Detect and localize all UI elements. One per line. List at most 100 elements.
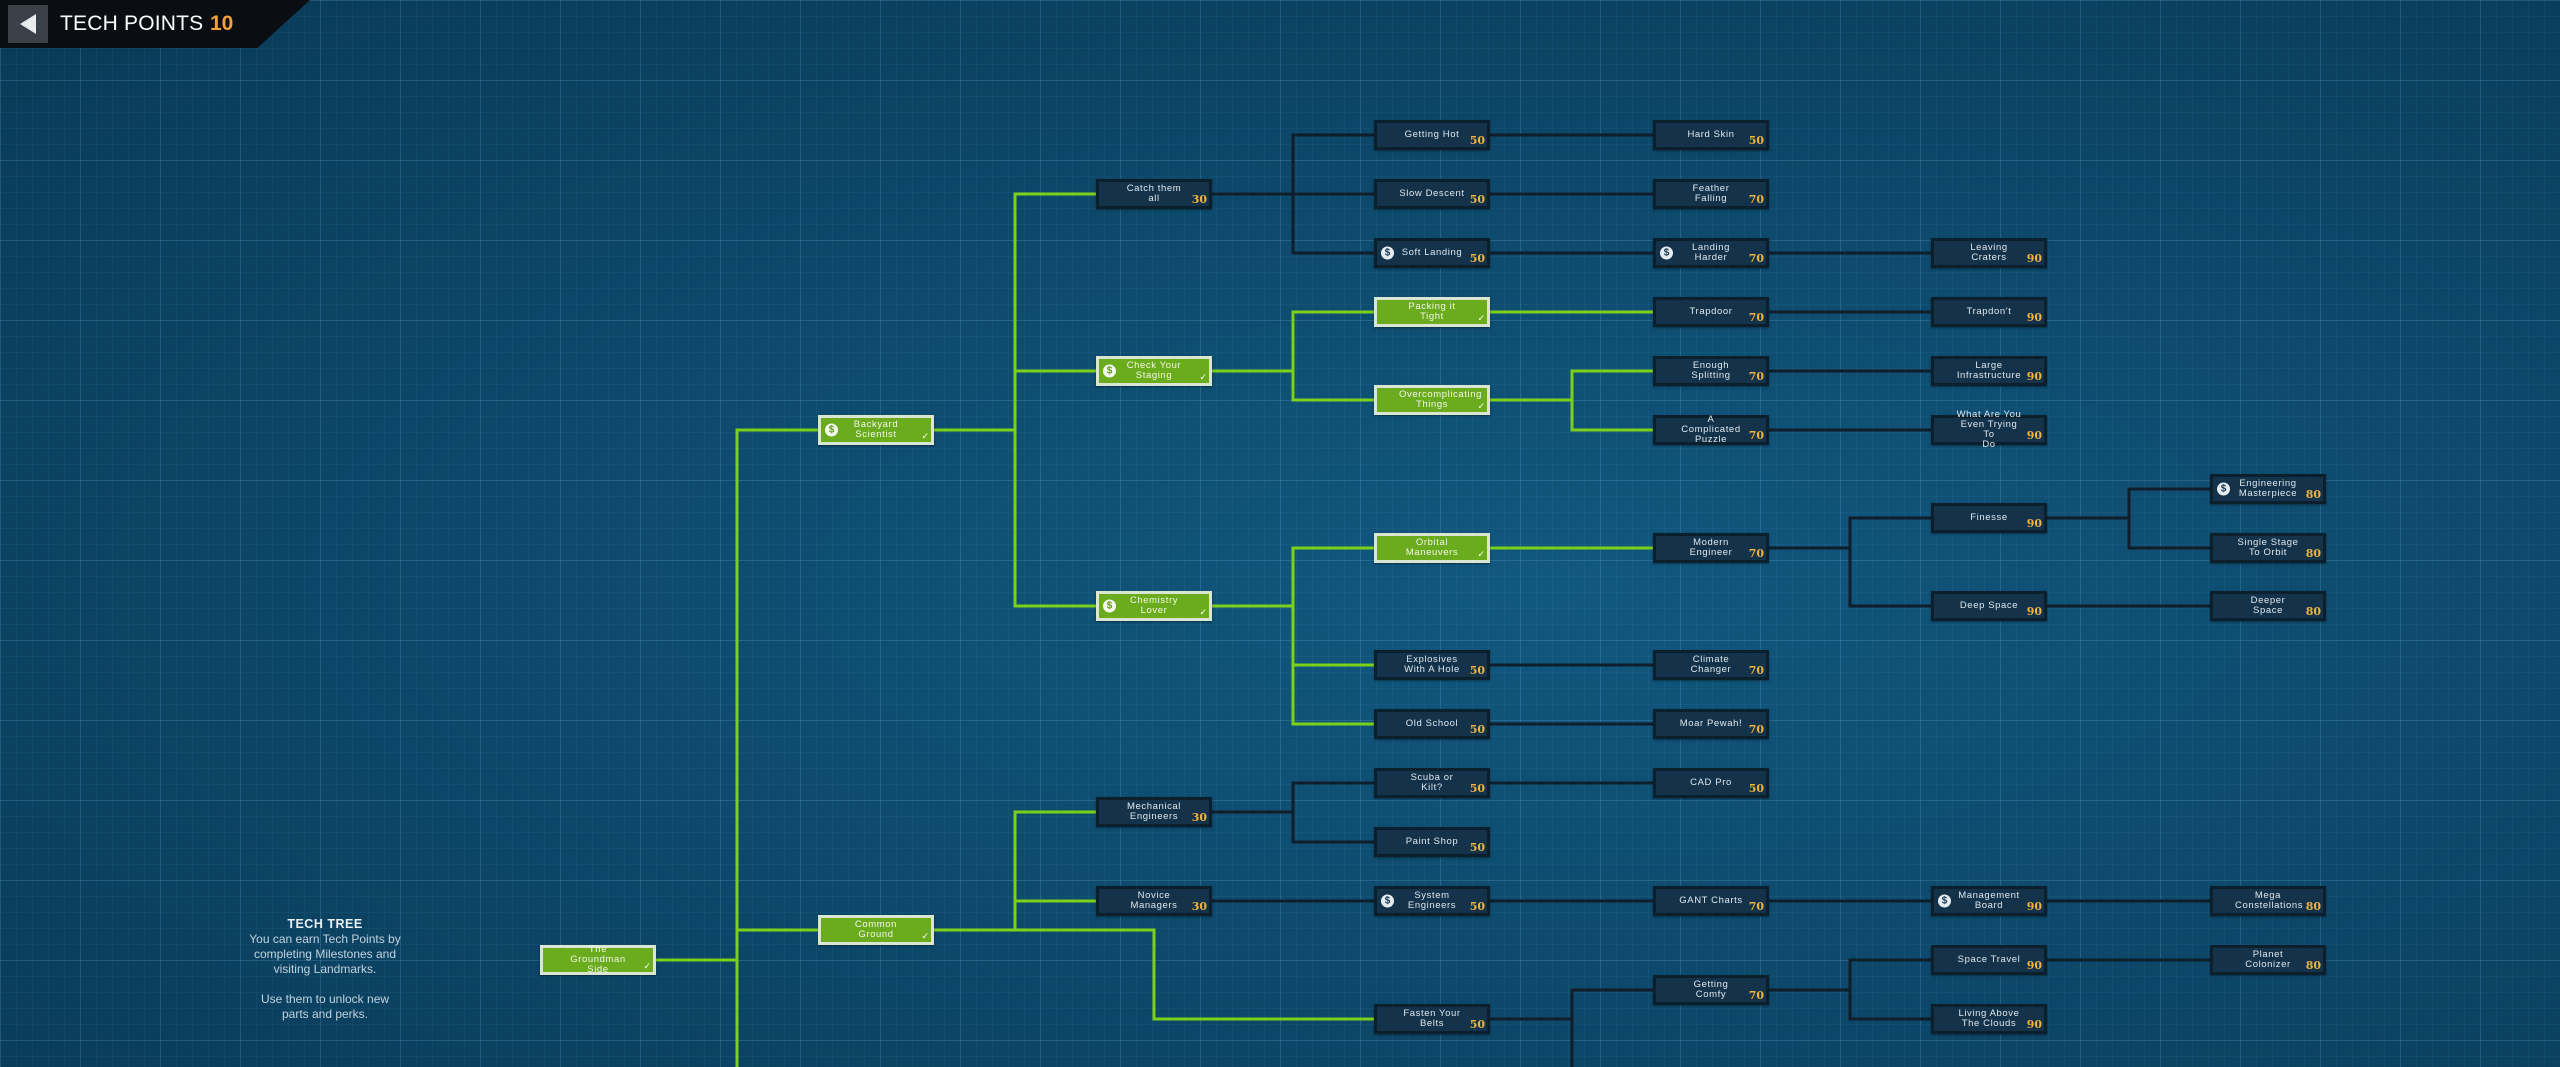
tech-node-cost: 70: [1748, 429, 1764, 442]
tech-node-trapdont[interactable]: Trapdon't 90: [1931, 297, 2047, 327]
tech-node-label: Single Stage To Orbit: [2237, 537, 2299, 558]
tech-node-label: Feather Falling: [1692, 183, 1730, 204]
tech-node-label: Overcomplicating Things: [1399, 389, 1482, 410]
tech-node-cost: 80: [2305, 900, 2321, 913]
tech-node-label: Old School: [1405, 718, 1459, 729]
tech-node-cost: 90: [2026, 311, 2042, 324]
tech-node-hardskin[interactable]: Hard Skin 50: [1653, 120, 1769, 150]
tech-node-label: Climate Changer: [1690, 654, 1732, 675]
connector-catch-gettinghot: [1212, 133, 1374, 196]
tech-node-label: Paint Shop: [1405, 836, 1459, 847]
connector-groundman-offscreen: [656, 958, 739, 1067]
tech-node-label: CAD Pro: [1690, 777, 1732, 788]
tech-node-slowdescent[interactable]: Slow Descent 50: [1374, 179, 1490, 209]
tech-node-cost: 50: [1469, 193, 1485, 206]
tech-node-cost: 30: [1191, 811, 1207, 824]
tech-node-cost: 80: [2305, 488, 2321, 501]
tech-node-label: Mega Constellations: [2235, 890, 2304, 911]
triangle-left-icon: [20, 14, 36, 34]
tech-node-orbital[interactable]: Orbital Maneuvers✓: [1374, 533, 1490, 563]
check-icon: ✓: [921, 431, 929, 441]
tech-node-label: Leaving Craters: [1970, 242, 2008, 263]
tech-node-label: Orbital Maneuvers: [1405, 537, 1459, 558]
tech-node-label: Deep Space: [1959, 600, 2019, 611]
connector-chemistry-orbital: [1212, 546, 1374, 608]
tech-node-moar[interactable]: Moar Pewah!70: [1653, 709, 1769, 739]
tech-node-comfy[interactable]: Getting Comfy 70: [1653, 975, 1769, 1005]
tech-node-label: Trapdon't: [1966, 306, 2012, 317]
tech-node-label: Management Board: [1958, 890, 2020, 911]
info-line: visiting Landmarks.: [273, 962, 377, 976]
tech-node-scuba[interactable]: Scuba or Kilt?50: [1374, 768, 1490, 798]
tech-node-cost: 50: [1748, 134, 1764, 147]
tech-node-cost: 70: [1748, 311, 1764, 324]
info-title: TECH TREE: [287, 917, 363, 931]
connector-overcomp-complicated: [1490, 398, 1653, 432]
tech-points-value: 10: [210, 12, 234, 35]
tech-node-overcomp[interactable]: Overcomplicating Things✓: [1374, 385, 1490, 415]
tech-node-cost: 70: [1748, 547, 1764, 560]
check-icon: ✓: [1477, 313, 1485, 323]
connector-chemistry-oldschool: [1212, 604, 1374, 726]
tech-node-cost: 80: [2305, 605, 2321, 618]
connector-modern-finesse: [1769, 516, 1931, 550]
connector-backyard-staging: [934, 369, 1096, 432]
tech-node-cost: 70: [1748, 664, 1764, 677]
tech-node-label: Getting Hot: [1404, 129, 1460, 140]
tech-node-climate[interactable]: Climate Changer 70: [1653, 650, 1769, 680]
back-button[interactable]: [8, 5, 48, 43]
tech-node-label: Getting Comfy: [1693, 979, 1729, 1000]
tech-node-backyard[interactable]: $Backyard Scientist✓: [818, 415, 934, 445]
tech-points-label: TECH POINTS: [60, 12, 204, 35]
dollar-icon: $: [2217, 482, 2230, 496]
tech-node-label: Hard Skin: [1687, 129, 1735, 140]
tech-node-cost: 90: [2026, 1018, 2042, 1031]
tech-node-cost: 70: [1748, 989, 1764, 1002]
tech-node-groundman[interactable]: The Groundman Side✓: [540, 945, 656, 975]
info-line: parts and perks.: [281, 1007, 369, 1021]
connector-backyard-chemistry: [934, 428, 1096, 608]
tech-node-label: Moar Pewah!: [1679, 718, 1743, 729]
tech-node-cost: 90: [2026, 370, 2042, 383]
tech-node-label: Scuba or Kilt?: [1410, 772, 1454, 793]
tech-node-label: Slow Descent: [1399, 188, 1465, 199]
check-icon: ✓: [1199, 607, 1207, 617]
tech-node-staging[interactable]: $Check Your Staging✓: [1096, 356, 1212, 386]
tech-node-chemistry[interactable]: $Chemistry Lover✓: [1096, 591, 1212, 621]
tech-node-common[interactable]: Common Ground✓: [818, 915, 934, 945]
dollar-icon: $: [1103, 599, 1116, 613]
tech-node-label: Planet Colonizer: [2245, 949, 2291, 970]
tech-node-packing[interactable]: Packing it Tight✓: [1374, 297, 1490, 327]
